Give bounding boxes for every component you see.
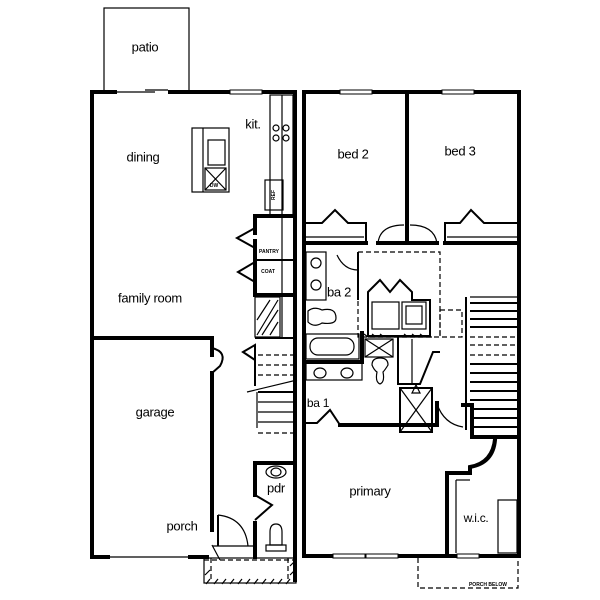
appliance-label-refrigerator: REF xyxy=(271,190,277,200)
coat-door xyxy=(236,261,256,283)
sink-icon xyxy=(207,139,226,166)
garage-wall xyxy=(90,336,214,357)
room-label-bath-2: ba 2 xyxy=(326,284,352,300)
garage-entry-door xyxy=(211,347,224,374)
window xyxy=(229,89,263,95)
kitchen-island xyxy=(191,127,230,193)
room-label-patio: patio xyxy=(131,39,159,55)
pantry-door xyxy=(234,227,256,249)
porch-slab xyxy=(203,557,297,584)
refrigerator xyxy=(264,179,284,211)
closet-label-pantry: PANTRY xyxy=(259,249,279,255)
appliance-label-dishwasher: DW xyxy=(209,183,219,189)
washer xyxy=(371,301,400,330)
room-label-bath-1: ba 1 xyxy=(306,396,330,410)
room-label-powder: pdr xyxy=(267,480,285,496)
cooktop-burner-icon xyxy=(272,124,280,132)
room-label-bed-2: bed 2 xyxy=(337,146,369,162)
powder-room-door xyxy=(254,494,274,521)
sink-icon xyxy=(313,367,327,379)
staircase xyxy=(470,302,517,428)
closet-label-coat: COAT xyxy=(261,269,275,275)
room-label-primary: primary xyxy=(349,483,391,499)
room-label-walk-in-closet: w.i.c. xyxy=(463,511,489,525)
bathtub-icon xyxy=(309,337,355,356)
sink-icon xyxy=(265,465,287,479)
room-label-bed-3: bed 3 xyxy=(444,143,476,159)
room-label-porch: porch xyxy=(166,518,198,534)
porch-below-outline xyxy=(417,558,519,589)
shower xyxy=(399,387,433,433)
room-label-dining: dining xyxy=(126,149,160,165)
toilet-icon xyxy=(307,307,337,326)
dryer xyxy=(401,301,427,330)
second-floor-exterior-wall xyxy=(302,90,521,558)
room-label-garage: garage xyxy=(135,404,175,420)
room-label-family-room: family room xyxy=(118,290,182,306)
sink-icon xyxy=(310,257,322,269)
note-porch-below: PORCH BELOW xyxy=(468,582,508,588)
room-label-kitchen: kit. xyxy=(245,116,261,132)
toilet-icon xyxy=(371,357,389,385)
front-door xyxy=(217,514,249,547)
toilet-icon xyxy=(269,523,283,546)
